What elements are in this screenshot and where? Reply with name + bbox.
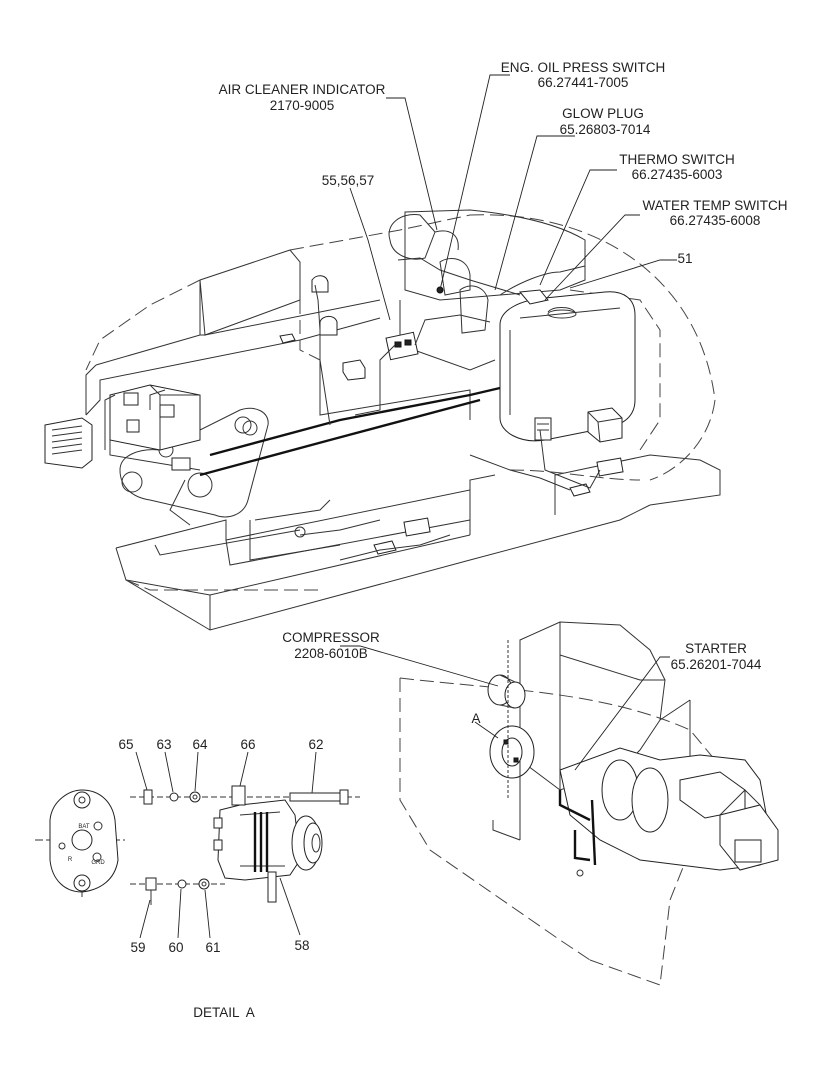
water-temp-switch-part: 66.27435-6008: [670, 213, 761, 228]
frame-components: [109, 275, 624, 555]
air-cleaner-indicator-label: AIR CLEANER INDICATOR: [219, 82, 386, 97]
terminal-r-label: R: [68, 857, 73, 863]
item-51-label: 51: [677, 251, 692, 266]
alternator-fins: [253, 812, 269, 872]
item-61-label: 61: [205, 940, 220, 955]
engine-block: [385, 209, 636, 443]
item-65-label: 65: [118, 737, 133, 752]
thermo-switch-label: THERMO SWITCH: [619, 152, 735, 167]
grille-slots: [51, 425, 83, 455]
glow-plug-label: GLOW PLUG: [562, 106, 644, 121]
air-cleaner-indicator-part: 2170-9005: [270, 98, 335, 113]
callout-labels: AIR CLEANER INDICATOR 2170-9005 ENG. OIL…: [219, 60, 788, 726]
starter-label: STARTER: [685, 641, 747, 656]
leader-lines: [135, 74, 677, 939]
starter-view: [399, 621, 779, 986]
wire-harness: [104, 257, 601, 561]
items-55-56-57-label: 55,56,57: [322, 173, 375, 188]
item-62-label: 62: [308, 737, 323, 752]
item-59-label: 59: [130, 940, 145, 955]
starter-part: 65.26201-7044: [671, 657, 762, 672]
detail-a-marker: A: [471, 711, 480, 726]
machine-frame: [44, 214, 721, 631]
eng-oil-press-switch-part: 66.27441-7005: [538, 75, 629, 90]
item-63-label: 63: [156, 737, 171, 752]
item-66-label: 66: [240, 737, 255, 752]
thermo-switch-part: 66.27435-6003: [632, 167, 723, 182]
glow-plug-part: 65.26803-7014: [560, 122, 651, 137]
item-60-label: 60: [168, 940, 183, 955]
item-64-label: 64: [192, 737, 208, 752]
detail-a-drawing: [35, 785, 360, 905]
detail-a-labels: 65 63 64 66 62 59 60 61 58 BAT R GRD DET…: [68, 737, 324, 1020]
compressor-part: 2208-6010B: [294, 646, 368, 661]
item-58-label: 58: [294, 938, 309, 953]
water-temp-switch-label: WATER TEMP SWITCH: [643, 198, 788, 213]
terminal-grd-label: GRD: [91, 860, 105, 866]
detail-a-title: DETAIL A: [193, 1005, 255, 1020]
compressor-label: COMPRESSOR: [282, 630, 380, 645]
terminal-bat-label: BAT: [78, 824, 90, 830]
eng-oil-press-switch-label: ENG. OIL PRESS SWITCH: [501, 60, 666, 75]
